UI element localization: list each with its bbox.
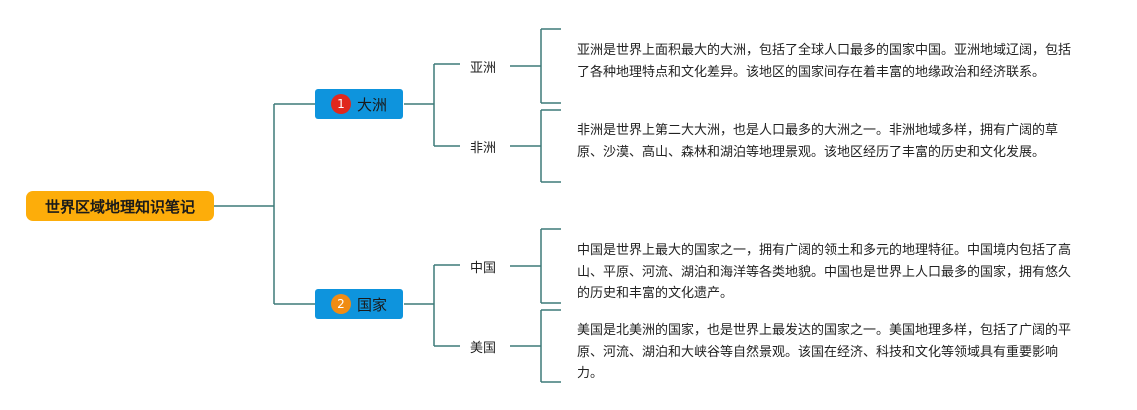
subtopic-asia[interactable]: 亚洲 bbox=[469, 61, 496, 76]
link-china-desc bbox=[510, 228, 561, 304]
desc-africa: 非洲是世界上第二大大洲，也是人口最多的大洲之一。非洲地域多样，拥有广阔的草原、沙… bbox=[577, 123, 1059, 160]
link-usa-desc bbox=[510, 309, 561, 383]
number-badge-1: 1 bbox=[330, 94, 351, 114]
subtopic-china[interactable]: 中国 bbox=[469, 261, 496, 276]
desc-asia: 亚洲是世界上面积最大的大洲，包括了全球人口最多的国家中国。亚洲地域辽阔，包括了各… bbox=[577, 43, 1072, 80]
subtopic-africa[interactable]: 非洲 bbox=[469, 141, 496, 156]
subtopic-usa[interactable]: 美国 bbox=[469, 341, 496, 356]
branch-continents[interactable]: 1 大洲 bbox=[315, 89, 403, 119]
root-topic[interactable]: 世界区域地理知识笔记 bbox=[26, 191, 214, 221]
link-africa-desc bbox=[510, 109, 561, 183]
link-branch-1 bbox=[404, 63, 460, 147]
root-topic-label: 世界区域地理知识笔记 bbox=[44, 197, 195, 216]
link-asia-desc bbox=[510, 28, 561, 104]
branch-continents-label: 大洲 bbox=[356, 95, 387, 114]
link-branch-2 bbox=[404, 264, 460, 347]
desc-china: 中国是世界上最大的国家之一，拥有广阔的领土和多元的地理特征。中国境内包括了高山、… bbox=[577, 243, 1072, 301]
link-root-branches bbox=[214, 103, 315, 305]
branch-countries[interactable]: 2 国家 bbox=[315, 289, 403, 319]
branch-countries-label: 国家 bbox=[356, 295, 387, 314]
number-badge-2: 2 bbox=[330, 294, 351, 314]
desc-usa: 美国是北美洲的国家，也是世界上最发达的国家之一。美国地理多样，包括了广阔的平原、… bbox=[577, 323, 1072, 381]
